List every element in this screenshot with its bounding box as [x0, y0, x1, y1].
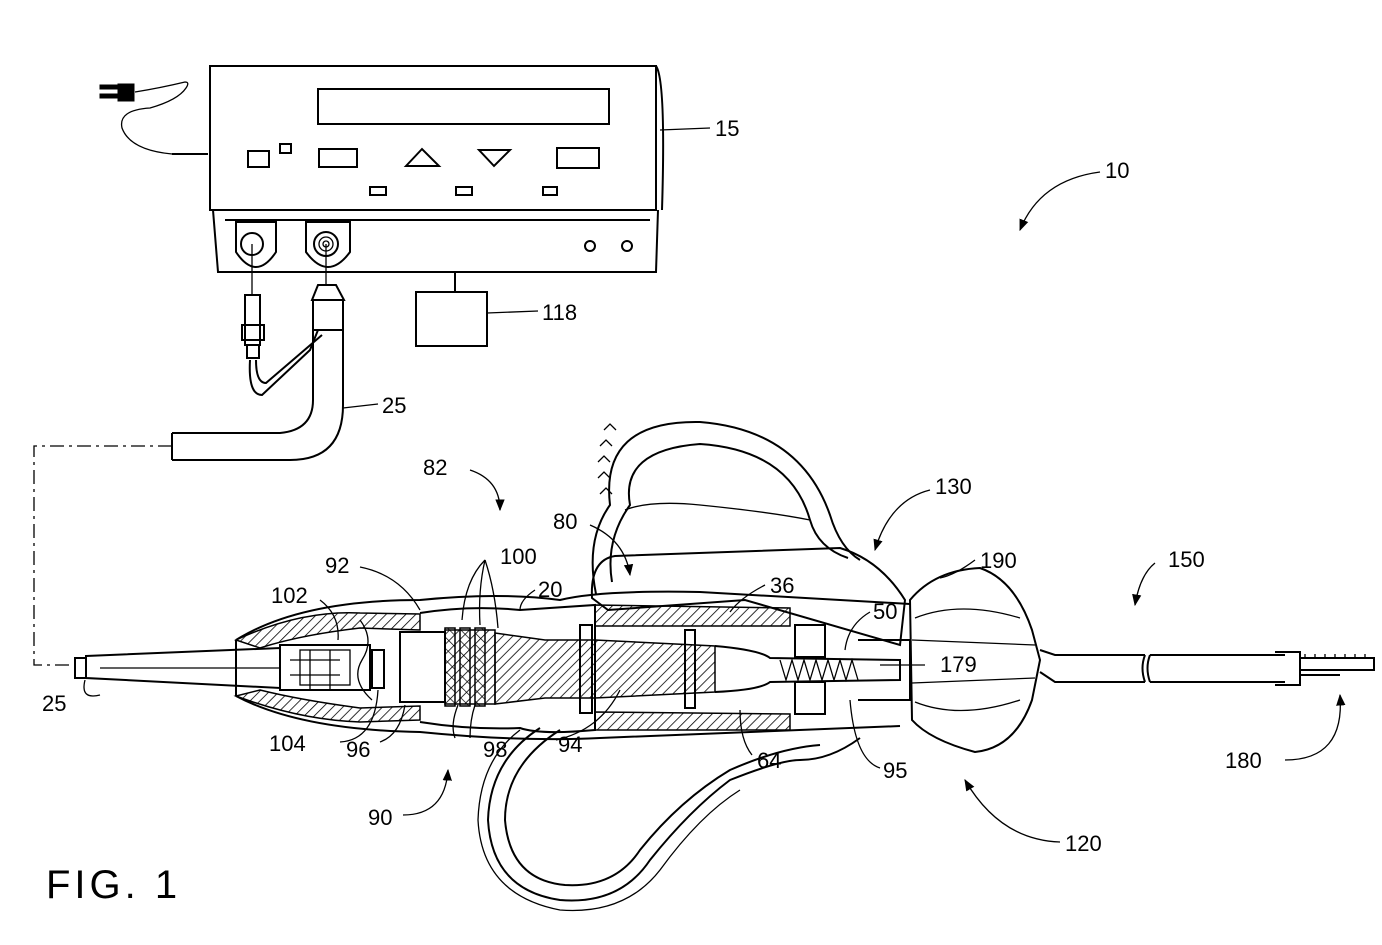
ref-102: 102 — [271, 583, 308, 608]
shaft-assembly — [1040, 650, 1374, 685]
generator-button-1 — [248, 151, 269, 167]
ref-36: 36 — [770, 573, 794, 598]
handpiece — [75, 592, 910, 739]
ref-20: 20 — [538, 577, 562, 602]
ref-98: 98 — [483, 737, 507, 762]
generator-unit — [210, 66, 663, 272]
ref-94: 94 — [558, 732, 582, 757]
generator-button-small — [280, 144, 291, 153]
generator-display — [318, 89, 609, 124]
ref-120: 120 — [1065, 831, 1102, 856]
ref-190: 190 — [980, 548, 1017, 573]
indicator-light-1 — [585, 241, 595, 251]
generator-button-3 — [557, 148, 599, 168]
ref-130: 130 — [935, 474, 972, 499]
indicator-light-2 — [622, 241, 632, 251]
ref-50: 50 — [873, 599, 897, 624]
generator-down-arrow-icon — [479, 150, 510, 166]
generator-button-2 — [319, 149, 357, 167]
ref-82: 82 — [423, 455, 447, 480]
ref-64: 64 — [757, 748, 781, 773]
figure-label: FIG. 1 — [46, 863, 181, 907]
ref-25-left: 25 — [42, 691, 66, 716]
ref-92: 92 — [325, 553, 349, 578]
peripheral-box — [416, 272, 487, 346]
generator-up-arrow-icon — [406, 149, 439, 166]
ref-15: 15 — [715, 116, 739, 141]
ref-150: 150 — [1168, 547, 1205, 572]
ref-100: 100 — [500, 544, 537, 569]
ref-104: 104 — [269, 731, 306, 756]
ref-90: 90 — [368, 805, 392, 830]
ref-179: 179 — [940, 652, 977, 677]
ref-10: 10 — [1105, 158, 1129, 183]
ref-80: 80 — [553, 509, 577, 534]
reference-numerals: 15 10 118 25 82 130 80 92 100 20 36 190 … — [42, 116, 1262, 856]
ref-95: 95 — [883, 758, 907, 783]
power-plug-icon — [100, 82, 208, 154]
ref-25-top: 25 — [382, 393, 406, 418]
socket-right — [306, 222, 350, 267]
lower-handle-loop — [478, 728, 860, 911]
ref-180: 180 — [1225, 748, 1262, 773]
ref-96: 96 — [346, 737, 370, 762]
ref-118: 118 — [542, 300, 577, 325]
